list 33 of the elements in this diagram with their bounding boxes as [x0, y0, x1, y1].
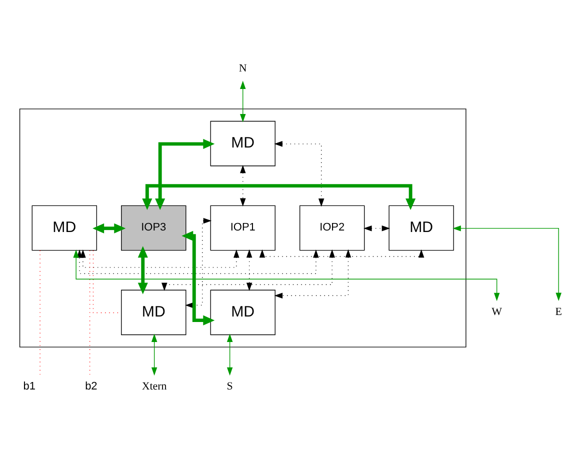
node-box: MD: [210, 120, 276, 166]
arrow: [92, 223, 126, 234]
arrow: [151, 334, 158, 376]
arrow: [162, 249, 335, 292]
node-box: IOP3: [121, 205, 186, 251]
arrow: [364, 225, 390, 232]
connector: [89, 250, 90, 375]
node-box: MD: [121, 290, 186, 336]
node-text: E: [555, 306, 562, 318]
arrow: [142, 184, 416, 210]
arrow: [155, 138, 215, 210]
arrow: [246, 249, 252, 291]
node-box: MD: [388, 205, 454, 251]
node-text: S: [226, 380, 233, 393]
arrow: [452, 225, 562, 302]
arrow: [182, 230, 215, 326]
node-text: b2: [85, 380, 98, 393]
arrow: [138, 246, 148, 294]
node-text: Xtern: [142, 380, 167, 393]
arrow: [259, 249, 424, 258]
node-box: MD: [210, 290, 276, 336]
node-text: W: [492, 306, 502, 318]
node-box: MD: [32, 205, 97, 251]
arrow: [226, 334, 233, 376]
node-box: IOP1: [210, 205, 276, 251]
node-text: b1: [23, 380, 36, 393]
node-text: N: [238, 62, 247, 75]
arrow: [240, 80, 246, 122]
cluster: [19, 108, 466, 348]
arrow: [240, 164, 246, 207]
arrow: [274, 249, 352, 298]
node-box: IOP2: [300, 205, 365, 251]
arrow: [274, 141, 324, 207]
